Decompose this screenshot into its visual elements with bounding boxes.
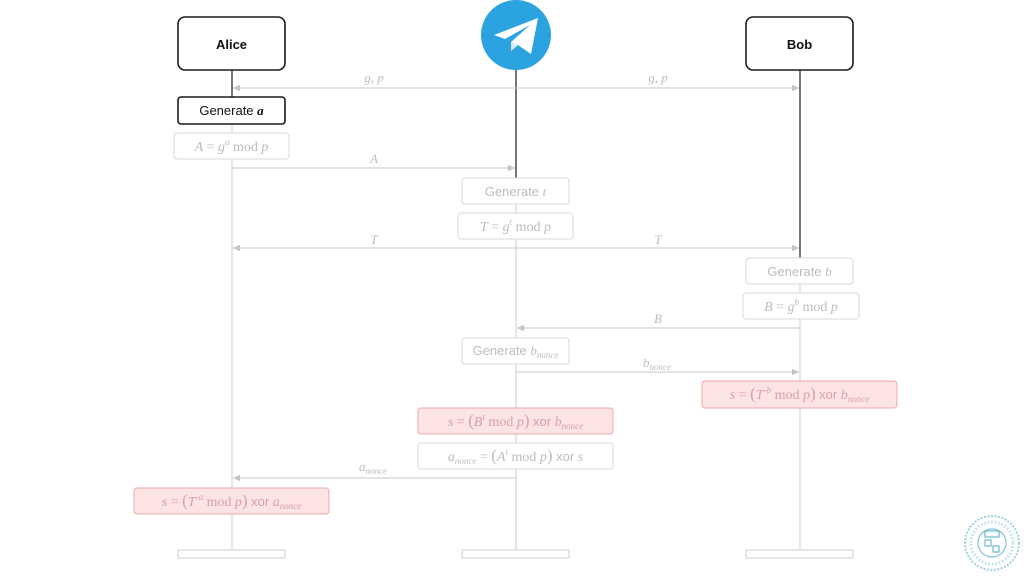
- server-secret-step: s = (Bt mod p) xor bnonce: [417, 407, 614, 435]
- label-gp-right: g, p: [648, 70, 668, 85]
- bob-header: Bob: [745, 16, 854, 71]
- svg-text:Generate a: Generate a: [199, 103, 264, 118]
- svg-text:Generate bnonce: Generate bnonce: [473, 343, 559, 360]
- server-generate-nonce-step: Generate bnonce: [461, 337, 570, 365]
- alice-generate-step: Generate a: [177, 96, 286, 125]
- label-A: A: [369, 151, 378, 166]
- label-B: B: [654, 311, 662, 326]
- watermark-logo-icon: [964, 515, 1020, 571]
- alice-compute-step: A = ga mod p: [173, 132, 290, 160]
- svg-text:s = (T-a mod p) xor anonce: s = (T-a mod p) xor anonce: [162, 491, 301, 511]
- alice-label: Alice: [216, 37, 247, 52]
- svg-text:s = (T-b mod p) xor bnonce: s = (T-b mod p) xor bnonce: [730, 384, 869, 404]
- bob-compute-step: B = gb mod p: [742, 292, 860, 320]
- bob-label: Bob: [787, 37, 812, 52]
- label-bnonce: bnonce: [643, 355, 671, 372]
- label-anonce: anonce: [359, 459, 387, 476]
- svg-text:A = ga mod p: A = ga mod p: [194, 137, 269, 155]
- server-anonce-step: anonce = (At mod p) xor s: [417, 442, 614, 470]
- server-footer: [461, 549, 570, 559]
- telegram-icon: [481, 0, 551, 70]
- alice-header: Alice: [177, 16, 286, 71]
- message-labels: g, p g, p A T T B bnonce anonce: [359, 70, 671, 476]
- alice-footer: [177, 549, 286, 559]
- svg-text:T = gt mod p: T = gt mod p: [480, 217, 551, 235]
- alice-secret-step: s = (T-a mod p) xor anonce: [133, 487, 330, 515]
- lifeline-footers: [177, 549, 854, 559]
- bob-secret-step: s = (T-b mod p) xor bnonce: [701, 380, 898, 409]
- server-generate-t-step: Generate t: [461, 177, 570, 205]
- svg-text:B = gb mod p: B = gb mod p: [764, 297, 838, 315]
- svg-text:anonce = (At mod p) xor s: anonce = (At mod p) xor s: [448, 446, 584, 466]
- bob-footer: [745, 549, 854, 559]
- label-T-left: T: [370, 232, 378, 247]
- bob-generate-step: Generate b: [745, 257, 854, 285]
- server-compute-step: T = gt mod p: [457, 212, 574, 240]
- svg-text:Generate t: Generate t: [485, 184, 547, 199]
- label-T-right: T: [654, 232, 662, 247]
- svg-text:Generate b: Generate b: [767, 264, 832, 279]
- messages: [232, 84, 800, 482]
- label-gp-left: g, p: [364, 70, 384, 85]
- svg-text:s = (Bt mod p) xor bnonce: s = (Bt mod p) xor bnonce: [448, 411, 583, 431]
